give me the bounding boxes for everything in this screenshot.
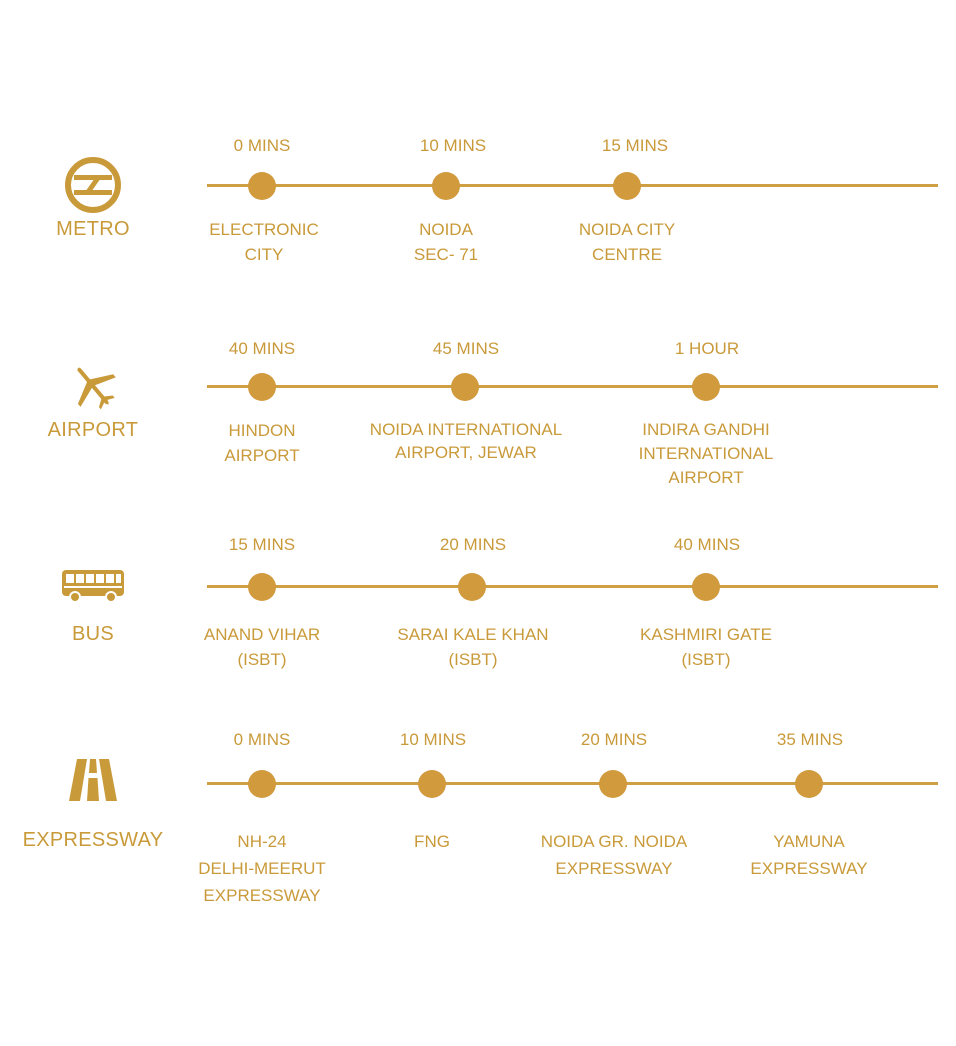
expressway-stop-4-place: YAMUNA EXPRESSWAY: [750, 832, 868, 878]
bus-timeline-line: [207, 585, 938, 588]
expressway-stop-1-dot: [248, 770, 276, 798]
expressway-stop-4-time: 35 MINS: [776, 730, 844, 749]
airport-stop-1-place: HINDON AIRPORT: [224, 421, 300, 465]
expressway-stop-2-time: 10 MINS: [399, 730, 467, 749]
metro-stop-1-place: ELECTRONIC CITY: [209, 220, 319, 264]
airport-row: AIRPORT 40 MINS HINDON AIRPORT 45 MINS N…: [0, 0, 956, 487]
expressway-stop-2-place: FNG: [414, 832, 450, 851]
metro-stop-3-time: 15 MINS: [601, 136, 669, 155]
airport-stop-3-dot: [692, 373, 720, 401]
metro-stop-1-dot: [248, 172, 276, 200]
road-icon: [0, 759, 186, 801]
airport-stop-3-place: INDIRA GANDHI INTERNATIONAL AIRPORT: [638, 420, 774, 487]
expressway-stop-3-time: 20 MINS: [580, 730, 648, 749]
expressway-stop-1-place: NH-24 DELHI-MEERUT EXPRESSWAY: [198, 832, 326, 905]
metro-logo-icon: [0, 156, 186, 214]
bus-stop-2-time: 20 MINS: [439, 535, 507, 554]
bus-stop-3-place: KASHMIRI GATE (ISBT): [640, 625, 772, 669]
metro-stop-3-place: NOIDA CITY CENTRE: [578, 220, 676, 264]
bus-stop-3-dot: [692, 573, 720, 601]
metro-stop-2-place: NOIDA SEC- 71: [413, 220, 479, 264]
expressway-label: EXPRESSWAY: [22, 829, 164, 851]
metro-row: METRO 0 MINS ELECTRONIC CITY 10 MINS NOI…: [0, 0, 956, 264]
bus-stop-1-place: ANAND VIHAR (ISBT): [203, 625, 321, 669]
metro-stop-2-time: 10 MINS: [419, 136, 487, 155]
bus-row: BUS 15 MINS ANAND VIHAR (ISBT) 20 MINS S…: [0, 0, 956, 669]
bus-stop-1-time: 15 MINS: [228, 535, 296, 554]
metro-stop-2-dot: [432, 172, 460, 200]
bus-stop-1-dot: [248, 573, 276, 601]
expressway-stop-3-place: NOIDA GR. NOIDA EXPRESSWAY: [540, 832, 688, 878]
bus-stop-2-dot: [458, 573, 486, 601]
bus-stop-2-place: SARAI KALE KHAN (ISBT): [397, 625, 549, 669]
airport-stop-2-dot: [451, 373, 479, 401]
airport-label: AIRPORT: [47, 419, 139, 441]
bus-label: BUS: [71, 623, 115, 645]
airport-stop-1-time: 40 MINS: [228, 339, 296, 358]
expressway-stop-3-dot: [599, 770, 627, 798]
airplane-icon: [0, 362, 186, 410]
metro-timeline-line: [207, 184, 938, 187]
expressway-row: EXPRESSWAY 0 MINS NH-24 DELHI-MEERUT EXP…: [0, 0, 956, 905]
airport-timeline-line: [207, 385, 938, 388]
metro-stop-1-time: 0 MINS: [233, 136, 291, 155]
metro-stop-3-dot: [613, 172, 641, 200]
bus-stop-3-time: 40 MINS: [673, 535, 741, 554]
expressway-stop-4-dot: [795, 770, 823, 798]
airport-stop-2-place: NOIDA INTERNATIONAL AIRPORT, JEWAR: [369, 420, 563, 462]
expressway-stop-1-time: 0 MINS: [233, 730, 291, 749]
expressway-stop-2-dot: [418, 770, 446, 798]
airport-stop-2-time: 45 MINS: [432, 339, 500, 358]
bus-icon: [0, 569, 186, 603]
airport-stop-3-time: 1 HOUR: [674, 339, 740, 358]
metro-label: METRO: [56, 218, 130, 240]
airport-stop-1-dot: [248, 373, 276, 401]
expressway-timeline-line: [207, 782, 938, 785]
